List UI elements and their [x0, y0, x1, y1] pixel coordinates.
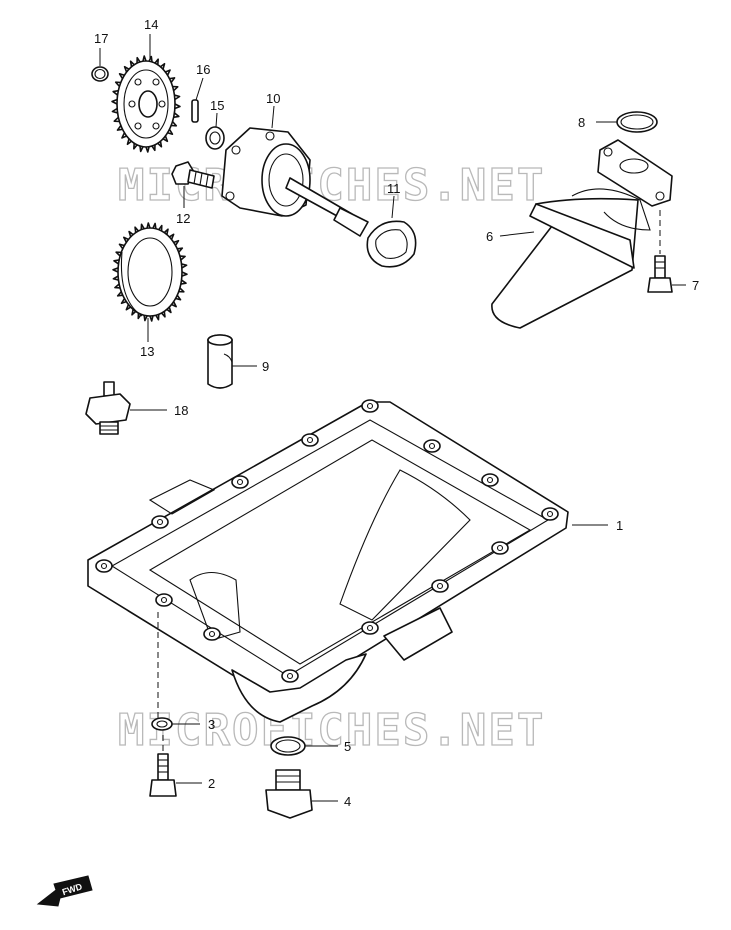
gear-tooth: [171, 301, 177, 308]
gear-tooth: [126, 138, 132, 146]
part-18-pressure-switch[interactable]: [85, 381, 167, 435]
gear-tooth: [118, 72, 125, 80]
gear-tooth: [168, 233, 175, 240]
callout-4: 4: [344, 794, 351, 809]
gear-tooth: [165, 69, 171, 76]
part-17-circlip[interactable]: [91, 66, 109, 82]
part-16-pin[interactable]: [191, 77, 204, 123]
gear-tooth: [121, 132, 127, 139]
bolt-boss: [281, 669, 299, 683]
bolt-boss: [95, 559, 113, 573]
gear-tooth: [174, 103, 181, 110]
gear-tooth: [111, 98, 118, 105]
watermark-bottom: MICROFICHES.NET: [118, 705, 545, 756]
part-7-bolt[interactable]: [647, 210, 686, 293]
part-1-oil-pan[interactable]: [87, 399, 608, 754]
part-5-gasket[interactable]: [270, 736, 338, 756]
bolt-boss: [481, 473, 499, 487]
callout-9: 9: [262, 359, 269, 374]
gear-tooth: [160, 62, 166, 70]
bolt-boss: [491, 541, 509, 555]
bolt-hole: [496, 544, 504, 552]
callout-2: 2: [208, 776, 215, 791]
gear-tooth: [152, 222, 157, 229]
bolt-boss: [155, 593, 173, 607]
gear-tooth: [111, 107, 118, 114]
bolt-boss: [301, 433, 319, 447]
part-9-dowel[interactable]: [207, 334, 257, 389]
callout-8: 8: [578, 115, 585, 130]
gear-tooth: [167, 128, 174, 136]
gear-tooth: [162, 135, 169, 143]
gear-tooth: [112, 275, 119, 281]
part-11-gasket[interactable]: [366, 195, 417, 268]
bolt-hole: [286, 672, 294, 680]
bolt-hole: [306, 436, 314, 444]
part-8-o-ring[interactable]: [596, 111, 658, 133]
gear-tooth: [143, 315, 148, 322]
callout-3: 3: [208, 717, 215, 732]
bolt-boss: [431, 579, 449, 593]
gear-tooth: [123, 65, 130, 73]
bolt-boss: [423, 439, 441, 453]
gear-tooth: [123, 236, 129, 243]
gear-tooth: [166, 306, 172, 314]
part-2-drain-bolt[interactable]: [149, 753, 202, 797]
bolt-boss: [231, 475, 249, 489]
part-12-bolt[interactable]: [171, 161, 215, 208]
gear-tooth: [125, 304, 132, 311]
bolt-boss: [151, 515, 169, 529]
bolt-hole: [366, 624, 374, 632]
bolt-hole: [100, 562, 108, 570]
callout-15: 15: [210, 98, 224, 113]
gear-tooth: [142, 55, 147, 62]
bolt-hole: [436, 582, 444, 590]
callout-17: 17: [94, 31, 108, 46]
gear-tooth: [149, 315, 154, 322]
callout-12: 12: [176, 211, 190, 226]
part-10-oil-pump[interactable]: [221, 105, 369, 237]
part-14-sprocket[interactable]: [111, 55, 181, 153]
bolt-boss: [361, 399, 379, 413]
callout-1: 1: [616, 518, 623, 533]
bolt-hole: [428, 442, 436, 450]
callout-5: 5: [344, 739, 351, 754]
part-4-drain-plug[interactable]: [265, 769, 338, 819]
gear-tooth: [146, 222, 151, 229]
gear-tooth: [181, 263, 188, 269]
callout-16: 16: [196, 62, 210, 77]
callout-6: 6: [486, 229, 493, 244]
bolt-boss: [541, 507, 559, 521]
bolt-hole: [366, 402, 374, 410]
part-6-oil-strainer[interactable]: [491, 139, 673, 329]
fwd-arrow-icon: FWD: [36, 875, 93, 907]
callout-13: 13: [140, 344, 154, 359]
gear-tooth: [174, 94, 181, 101]
bolt-boss: [361, 621, 379, 635]
bolt-hole: [546, 510, 554, 518]
bolt-boss: [203, 627, 221, 641]
bolt-hole: [486, 476, 494, 484]
part-15-washer[interactable]: [205, 112, 225, 150]
gear-tooth: [145, 146, 150, 153]
bolt-hole: [236, 478, 244, 486]
callout-11: 11: [387, 181, 401, 196]
callout-18: 18: [174, 403, 188, 418]
gear-tooth: [181, 271, 188, 277]
part-3-washer[interactable]: [151, 717, 200, 731]
gear-tooth: [128, 230, 134, 238]
callout-14: 14: [144, 17, 158, 32]
callout-10: 10: [266, 91, 280, 106]
bolt-hole: [160, 596, 168, 604]
gear-tooth: [112, 267, 119, 273]
part-13-gear[interactable]: [112, 222, 188, 342]
callout-7: 7: [692, 278, 699, 293]
bolt-hole: [156, 518, 164, 526]
bolt-hole: [208, 630, 216, 638]
